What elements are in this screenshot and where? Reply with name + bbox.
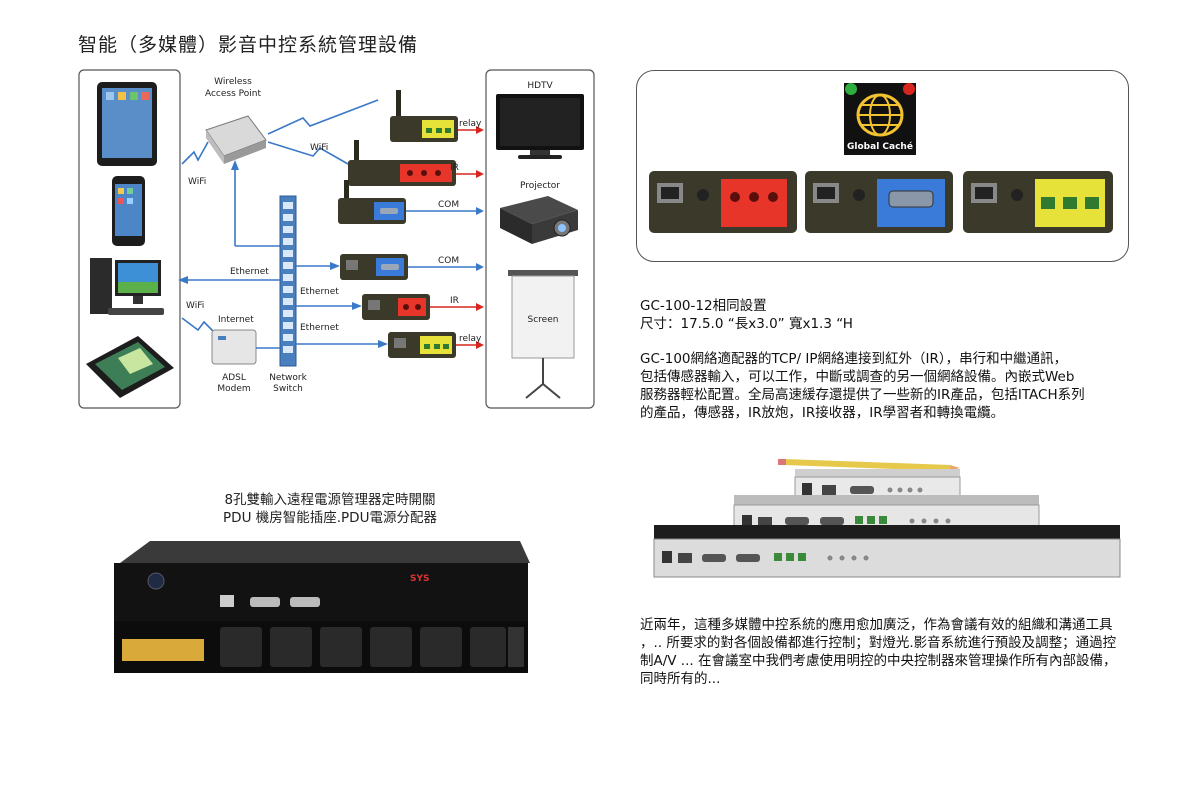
label-hdtv: HDTV xyxy=(527,81,553,91)
module-ir-wifi xyxy=(348,140,456,186)
label-com2: COM xyxy=(438,256,459,266)
module-ir-ethernet xyxy=(362,294,430,320)
gc-model-line: GC-100-12相同設置 xyxy=(640,298,767,314)
network-switch-icon xyxy=(279,195,297,367)
pdu-brand-text: SYS xyxy=(410,574,429,584)
module-com-ethernet xyxy=(340,254,408,280)
hdtv-icon xyxy=(496,94,584,159)
label-projector: Projector xyxy=(520,181,560,191)
gc-desc-line: 的產品，傳感器，IR放炮，IR接收器，IR學習者和轉換電纜。 xyxy=(640,405,1005,421)
page-title: 智能（多媒體）影音中控系統管理設備 xyxy=(78,34,419,56)
label-relay1: relay xyxy=(459,119,482,129)
label-wifi-lower: WiFi xyxy=(186,301,204,311)
pdu-title-line2: PDU 機房智能插座.PDU電源分配器 xyxy=(223,510,437,526)
gc-relay-module-icon xyxy=(963,171,1113,233)
desktop-computer-icon xyxy=(90,258,164,315)
system-desc-line: 制A/V ... 在會議室中我們考慮使用明控的中央控制器來管理操作所有內部設備， xyxy=(640,653,1117,669)
label-adsl-1: ADSL xyxy=(222,373,246,383)
projection-screen-icon xyxy=(508,270,578,399)
ap-arrow-up xyxy=(231,160,239,170)
module-relay-ethernet xyxy=(388,332,456,358)
projector-icon xyxy=(500,196,578,244)
adsl-modem-icon xyxy=(211,329,257,365)
module-com-wifi xyxy=(338,180,406,224)
module-relay-wifi xyxy=(390,90,458,142)
pdu-outlet-row xyxy=(220,627,506,667)
global-cache-logo-text: Global Caché xyxy=(847,141,913,152)
label-adsl-2: Modem xyxy=(217,384,250,394)
label-ir2: IR xyxy=(450,296,459,306)
wifi-link-lower xyxy=(181,317,219,337)
label-com1: COM xyxy=(438,200,459,210)
label-wireless-ap-1: Wireless xyxy=(214,77,252,87)
global-cache-product-image: Global Caché xyxy=(649,83,1113,233)
label-ir1: IR xyxy=(450,163,459,173)
label-ethernet-mid1: Ethernet xyxy=(300,287,339,297)
label-wireless-ap-2: Access Point xyxy=(205,89,261,99)
system-desc-line: ，.. 所要求的對各個設備都進行控制；對燈光.影音系統進行預設及調整；通過控 xyxy=(640,635,1117,651)
wifi-link-right xyxy=(267,99,379,135)
pdu-title: 8孔雙輸入遠程電源管理器定時開關 PDU 機房智能插座.PDU電源分配器 xyxy=(150,491,510,527)
wifi-link-right2 xyxy=(267,141,349,165)
label-ethernet-left: Ethernet xyxy=(230,267,269,277)
label-internet: Internet xyxy=(218,315,254,325)
gc-spec-block: GC-100-12相同設置 尺寸：17.5.0 “長x3.0” 寬x1.3 “H xyxy=(640,297,853,333)
pdu-product-image: SYS xyxy=(114,541,530,673)
stacked-controllers-image xyxy=(653,459,1121,578)
gc-desc-line: 服務器輕松配置。全局高速緩存還提供了一些新的IR產品，包括ITACH系列 xyxy=(640,387,1085,403)
label-wifi-left: WiFi xyxy=(188,177,206,187)
network-diagram: Wireless Access Point WiFi WiFi WiFi Net… xyxy=(78,69,595,409)
system-desc-line: 近兩年，這種多媒體中控系統的應用愈加廣泛，作為會議有效的組織和溝通工具 xyxy=(640,617,1113,633)
gc-size-line: 尺寸：17.5.0 “長x3.0” 寬x1.3 “H xyxy=(640,316,853,332)
gc-description: GC-100網絡適配器的TCP/ IP網絡連接到紅外（IR），串行和中繼通訊， … xyxy=(640,350,1140,422)
label-switch-2: Switch xyxy=(273,384,303,394)
gc-desc-line: GC-100網絡適配器的TCP/ IP網絡連接到紅外（IR），串行和中繼通訊， xyxy=(640,351,1068,367)
label-switch-1: Network xyxy=(269,373,307,383)
label-relay2: relay xyxy=(459,334,482,344)
gc-ir-module-icon xyxy=(649,171,797,233)
wireless-access-point-icon xyxy=(205,115,267,164)
gc-com-module-icon xyxy=(805,171,953,233)
label-ethernet-mid2: Ethernet xyxy=(300,323,339,333)
system-description: 近兩年，這種多媒體中控系統的應用愈加廣泛，作為會議有效的組織和溝通工具 ，.. … xyxy=(640,616,1160,688)
gc-desc-line: 包括傳感器輸入，可以工作，中斷或調查的另一個網絡設備。內嵌式Web xyxy=(640,369,1075,385)
label-wifi-right: WiFi xyxy=(310,143,328,153)
tablet-icon xyxy=(97,82,157,166)
label-screen: Screen xyxy=(528,315,559,325)
wifi-link-left xyxy=(181,141,209,165)
smartphone-icon xyxy=(112,176,145,246)
global-cache-product-panel: Global Caché xyxy=(636,70,1129,262)
system-desc-line: 同時所有的... xyxy=(640,671,721,687)
global-cache-logo-icon xyxy=(844,83,916,155)
pdu-title-line1: 8孔雙輸入遠程電源管理器定時開關 xyxy=(224,492,436,508)
tablet-pc-icon xyxy=(86,336,174,398)
